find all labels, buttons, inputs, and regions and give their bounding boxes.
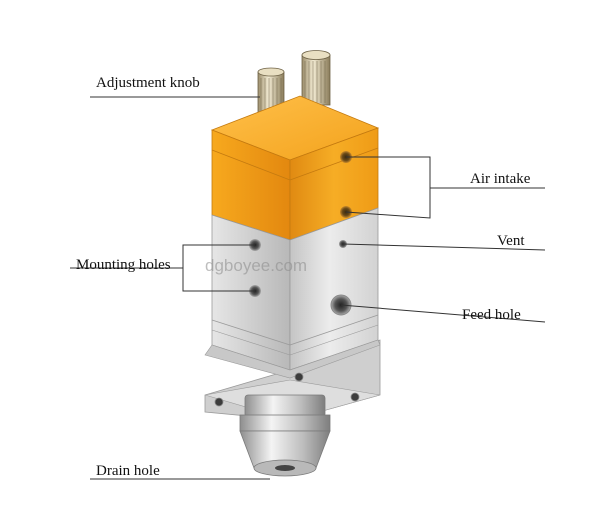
silver-lower-block: [204, 207, 381, 421]
leader-lines: [70, 96, 546, 480]
label-adjustment-knob: Adjustment knob: [96, 75, 200, 91]
orange-upper-block: [210, 95, 380, 241]
label-mounting-holes: Mounting holes: [76, 257, 171, 273]
label-air-intake: Air intake: [470, 171, 531, 187]
label-feed-hole: Feed hole: [462, 307, 521, 323]
nozzle: [239, 394, 331, 477]
adjustment-knob-right: [301, 50, 331, 106]
label-drain-hole: Drain hole: [96, 463, 160, 479]
label-vent: Vent: [497, 233, 525, 249]
watermark: dgboyee.com: [205, 256, 308, 275]
